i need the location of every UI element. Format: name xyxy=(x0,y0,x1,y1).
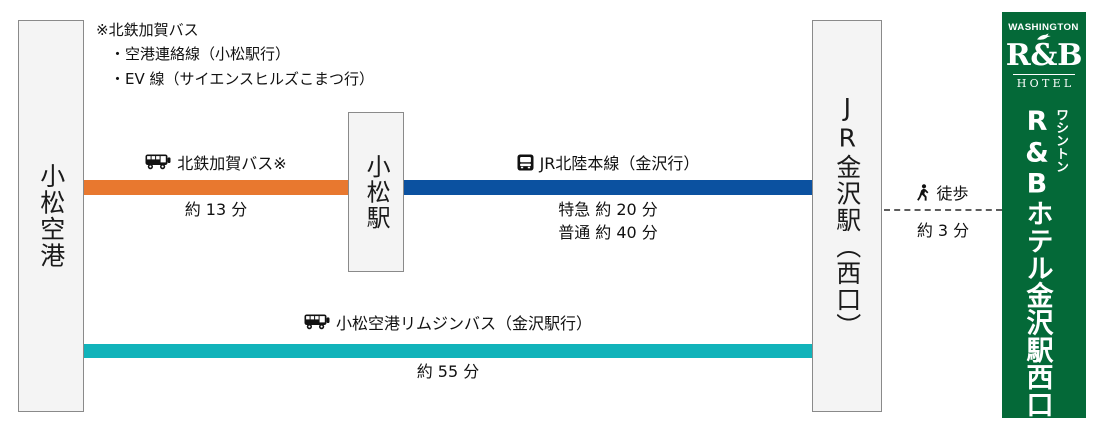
route-line-jr xyxy=(404,180,812,195)
logo-hotel-text: HOTEL xyxy=(1013,73,1075,90)
segment-time-limousine: 約 55 分 xyxy=(416,362,480,381)
hotel-ruby-text: ワシントン xyxy=(1053,107,1069,173)
washington-rb-hotel-logo: WASHINGTON R&B HOTEL xyxy=(1005,22,1083,90)
node-label: JR金沢駅（西口） xyxy=(832,92,862,340)
logo-washington-text: WASHINGTON xyxy=(1008,22,1080,33)
train-icon xyxy=(517,154,534,171)
route-line-walk xyxy=(884,209,1002,211)
route-line-limousine xyxy=(84,344,812,358)
footnote-item: ・EV 線（サイエンスヒルズこまつ行） xyxy=(110,69,375,88)
node-label: 小松空港 xyxy=(36,163,66,269)
node-komatsu-airport: 小松空港 xyxy=(18,20,84,412)
footnote-heading: ※北鉄加賀バス xyxy=(96,21,199,39)
pedestrian-icon xyxy=(917,183,930,201)
segment-title-kotetsu-bus: 北鉄加賀バス※ xyxy=(84,150,348,174)
segment-title-text: 徒歩 xyxy=(936,184,969,203)
segment-title-text: 北鉄加賀バス※ xyxy=(177,154,287,173)
node-label: 小松駅 xyxy=(362,153,391,231)
segment-time-walk: 約 3 分 xyxy=(916,221,970,240)
hotel-name-text: R&Bホテル金沢駅西口 xyxy=(1021,105,1053,418)
hotel-name-block: ワシントン R&Bホテル金沢駅西口 xyxy=(1021,105,1069,418)
segment-time-local: 普通 約 40 分 xyxy=(558,223,658,243)
bus-icon xyxy=(145,154,171,170)
bird-icon xyxy=(1005,33,1083,40)
hotel-sign: WASHINGTON R&B HOTEL ワシントン R&Bホテル金沢駅西口 xyxy=(1002,12,1086,418)
footnote-item: ・空港連絡線（小松駅行） xyxy=(110,45,291,64)
segment-title-limousine: 小松空港リムジンバス（金沢駅行） xyxy=(84,310,812,334)
segment-time-kotetsu-bus: 約 13 分 xyxy=(184,200,248,219)
segment-time-express: 特急 約 20 分 xyxy=(558,200,658,219)
segment-title-walk: 徒歩 xyxy=(884,180,1002,204)
footnote-block: ※北鉄加賀バス ・空港連絡線（小松駅行） ・EV 線（サイエンスヒルズこまつ行） xyxy=(96,18,374,91)
segment-title-jr: JR北陸本線（金沢行） xyxy=(404,150,812,174)
segment-title-text: JR北陸本線（金沢行） xyxy=(539,154,700,173)
node-komatsu-station: 小松駅 xyxy=(348,112,404,272)
route-line-kotetsu-bus xyxy=(84,180,348,195)
segment-title-text: 小松空港リムジンバス（金沢駅行） xyxy=(335,314,592,333)
bus-icon xyxy=(304,314,330,330)
logo-rb-text: R&B xyxy=(1005,38,1083,73)
segment-time-jr: 特急 約 20 分 普通 約 40 分 xyxy=(404,198,812,244)
node-jr-kanazawa-station: JR金沢駅（西口） xyxy=(812,20,882,412)
